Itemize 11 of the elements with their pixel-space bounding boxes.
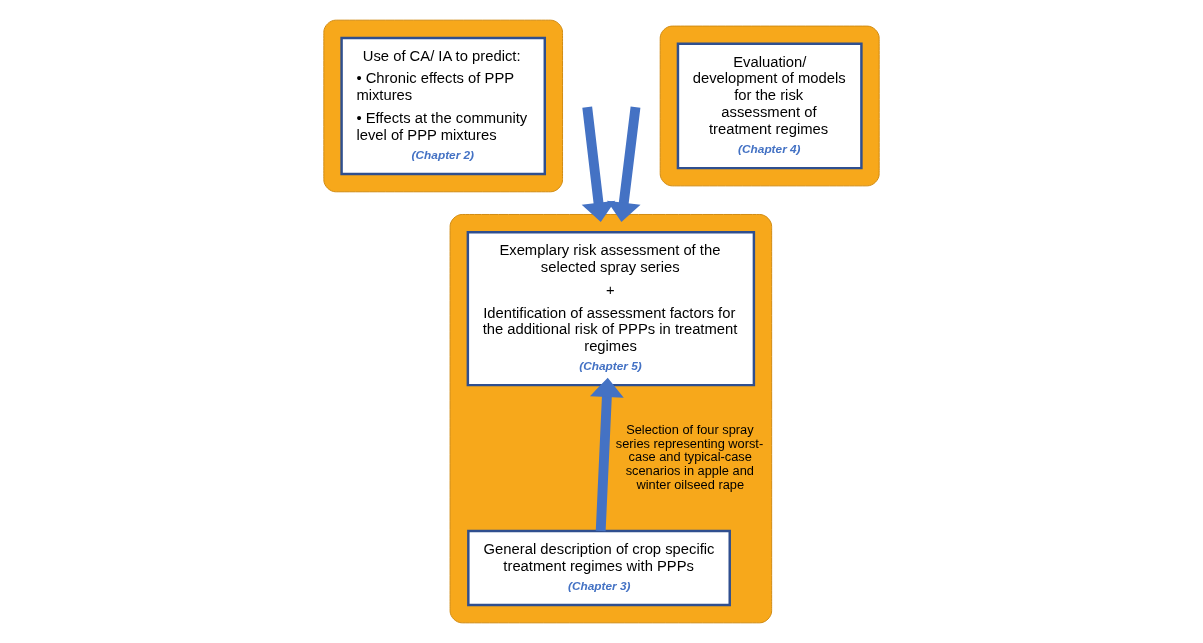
edge-label: Selection of four spray series representing worst-case and typical-case scenarios in apple and winter oilseed rape <box>615 421 764 493</box>
arrow <box>606 106 641 222</box>
cluster <box>323 19 564 193</box>
node-box: General description of crop specific treatment regimes with PPPs (Chapter 3) <box>467 529 731 607</box>
node-box: Evaluation/ development of models for the risk assessment of treatment regimes (Chapter 4) <box>676 42 863 170</box>
node-box: Exemplary risk assessment of the selected spray series + Identification of assessment factors for the additional risk of PPPs in treatment regimes (Chapter 5) <box>466 231 756 387</box>
cluster <box>659 25 880 187</box>
arrow <box>589 377 624 532</box>
cluster <box>449 214 773 624</box>
arrow <box>581 106 616 222</box>
node-box: Use of CA/ IA to predict: • Chronic effects of PPP mixtures • Effects at the community level of PPP mixtures (Chapter 2) <box>340 36 546 176</box>
